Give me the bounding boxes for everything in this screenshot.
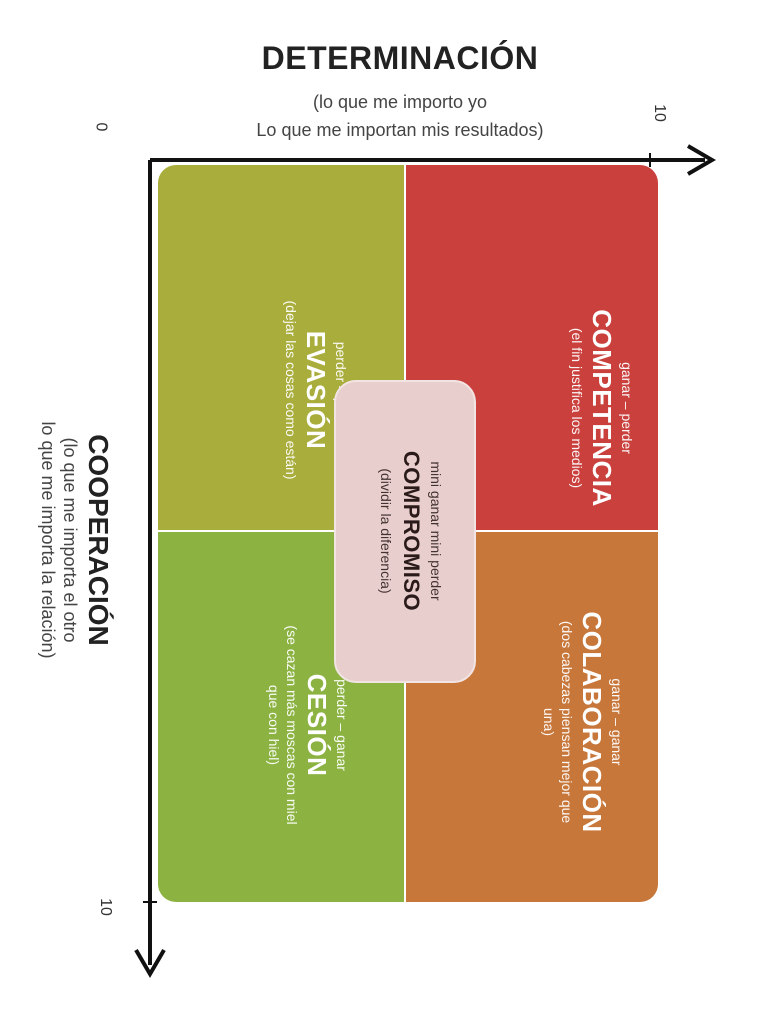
cesion-desc-2: que con hiel) [266,684,282,766]
colaboracion-desc-2: una) [541,707,557,737]
colaboracion-title: COLABORACIÓN [577,611,607,833]
compromiso-box [334,380,476,683]
cesion-desc-1: (se cazan más moscas con miel [284,625,300,825]
competencia-desc: (el fin justifica los medios) [569,327,585,489]
colaboracion-tag: ganar – ganar [609,678,625,766]
left-axis-subtitle-1: (lo que me importa el otro [60,437,80,643]
cesion-title: CESIÓN [302,673,332,777]
evasion-desc: (dejar las cosas como están) [283,300,299,480]
top-axis-title: DETERMINACIÓN [261,40,539,76]
top-axis-subtitle-1: (lo que me importo yo [312,92,488,112]
left-axis-title: COOPERACIÓN [83,434,114,646]
left-axis-header: COOPERACIÓN (lo que me importa el otro l… [25,390,115,690]
colaboracion-text: ganar – ganar COLABORACIÓN (dos cabezas … [486,542,626,902]
competencia-title: COMPETENCIA [587,309,617,507]
competencia-text: ganar – perder COMPETENCIA (el fin justi… [486,228,636,588]
evasion-text: perder – perder EVASIÓN (dejar las cosas… [220,220,350,560]
competencia-tag: ganar – perder [619,362,635,454]
compromiso-title: COMPROMISO [399,450,424,612]
evasion-title: EVASIÓN [301,330,331,450]
top-axis-subtitle-2: Lo que me importan mis resultados) [256,120,544,140]
cesion-text: perder – ganar CESIÓN (se cazan más mosc… [221,555,351,895]
left-axis-subtitle-2: lo que me importa la relación) [38,421,58,659]
compromiso-tag: mini ganar mini perder [428,461,444,601]
compromiso-desc: (dividir la diferencia) [378,468,394,594]
compromiso-text: mini ganar mini perder COMPROMISO (divid… [365,401,445,661]
vertical-axis-arrow-icon [134,948,166,978]
horizontal-axis-arrow-icon [686,144,716,176]
colaboracion-desc-1: (dos cabezas piensan mejor que [559,620,575,824]
